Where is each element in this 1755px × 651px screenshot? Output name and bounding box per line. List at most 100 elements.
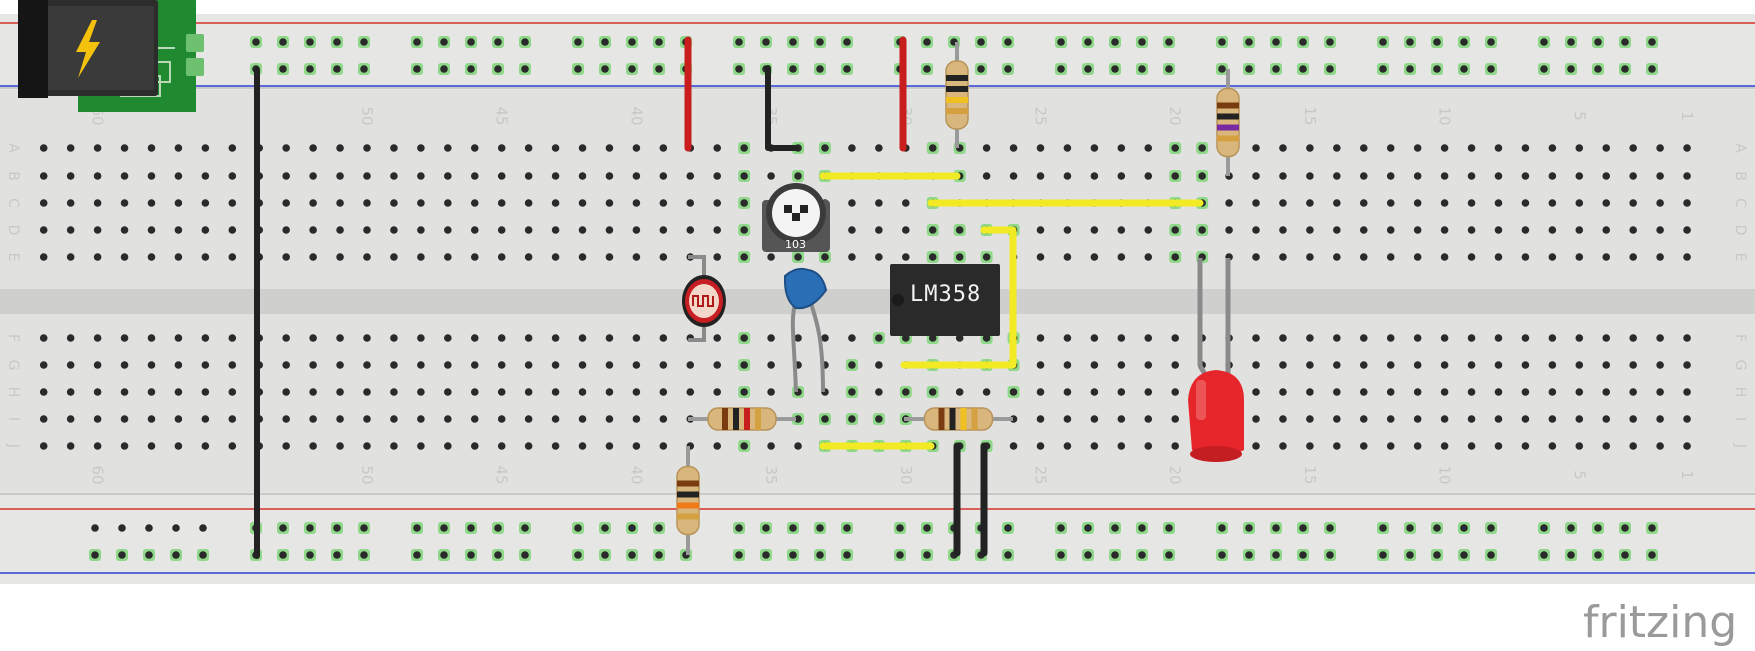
hole [1656, 226, 1664, 234]
lm358-chip: LM358 [890, 264, 1000, 336]
rail-hole [816, 38, 824, 46]
hole [875, 361, 883, 369]
row-label-left-7: H [5, 387, 21, 398]
hole [1063, 144, 1072, 152]
rail-hole [521, 551, 529, 559]
rail-hole [1004, 551, 1012, 559]
rail-hole [735, 551, 743, 559]
hole [201, 144, 210, 152]
hole [1359, 172, 1368, 180]
hole [1036, 388, 1045, 396]
hole [228, 334, 237, 342]
hole [93, 253, 102, 261]
column-label-top-4: 20 [1166, 106, 1184, 125]
hole [551, 361, 560, 369]
hole [390, 361, 398, 369]
rail-hole [521, 65, 529, 73]
hole [1575, 361, 1584, 369]
hole [1575, 442, 1584, 450]
hole [605, 415, 614, 423]
hole [578, 172, 587, 180]
hole [282, 388, 290, 396]
rail-hole [1567, 524, 1575, 532]
rail-hole [923, 551, 931, 559]
hole [93, 388, 102, 396]
hole [1683, 253, 1691, 261]
rail-hole [1540, 524, 1548, 532]
hole [794, 334, 802, 342]
hole [848, 334, 856, 342]
rail-hole [1299, 65, 1307, 73]
hole [1548, 442, 1557, 450]
rail-hole [440, 551, 448, 559]
hole [1467, 226, 1476, 234]
power-jack-icon [18, 0, 204, 112]
hole [444, 361, 452, 369]
rail-hole [1379, 551, 1387, 559]
hole [1386, 253, 1395, 261]
hole [282, 361, 290, 369]
hole [982, 388, 991, 396]
hole [551, 226, 560, 234]
hole [1683, 442, 1691, 450]
hole [1413, 415, 1422, 423]
hole [1306, 442, 1314, 450]
rail-hole [1487, 38, 1495, 46]
hole [1117, 361, 1126, 369]
hole [1279, 415, 1287, 423]
hole [390, 334, 398, 342]
hole [147, 388, 156, 396]
hole [848, 415, 856, 423]
hole [1306, 144, 1314, 152]
hole [1252, 361, 1260, 369]
hole [1494, 388, 1503, 396]
column-label-bottom-10: 50 [358, 465, 376, 484]
hole [1494, 199, 1503, 207]
hole [848, 361, 856, 369]
hole [821, 334, 829, 342]
hole [1171, 172, 1179, 180]
hole [928, 226, 937, 234]
hole [659, 144, 668, 152]
hole [1036, 361, 1045, 369]
rail-hole [1004, 524, 1012, 532]
hole [713, 144, 722, 152]
hole [1171, 415, 1179, 423]
rail-hole [360, 65, 368, 73]
hole [470, 388, 479, 396]
column-label-bottom-6: 30 [897, 465, 915, 484]
hole [147, 144, 156, 152]
resistor-bottom-3 [904, 407, 1013, 431]
hole [1171, 226, 1179, 234]
rail-hole [279, 65, 287, 73]
hole [39, 388, 48, 396]
hole [821, 415, 829, 423]
hole [578, 226, 587, 234]
hole [1656, 144, 1664, 152]
hole [1575, 388, 1584, 396]
hole [848, 388, 856, 396]
rail-hole [521, 524, 529, 532]
hole [1440, 226, 1449, 234]
hole [1252, 334, 1260, 342]
fritzing-logo: fritzing [1583, 597, 1737, 648]
hole [1117, 388, 1126, 396]
hole [1494, 144, 1503, 152]
hole [174, 144, 183, 152]
rail-hole [118, 551, 126, 559]
hole [713, 199, 722, 207]
hole [1629, 253, 1637, 261]
hole [1359, 334, 1368, 342]
hole [174, 226, 183, 234]
rail-hole [655, 524, 663, 532]
rail-hole [574, 524, 582, 532]
hole [1063, 442, 1072, 450]
rail-hole [306, 524, 314, 532]
rail-hole [333, 38, 341, 46]
wire-black-2 [765, 65, 799, 151]
hole [713, 388, 722, 396]
hole [659, 334, 668, 342]
rail-hole [413, 38, 421, 46]
column-label-top-1: 5 [1570, 111, 1588, 121]
